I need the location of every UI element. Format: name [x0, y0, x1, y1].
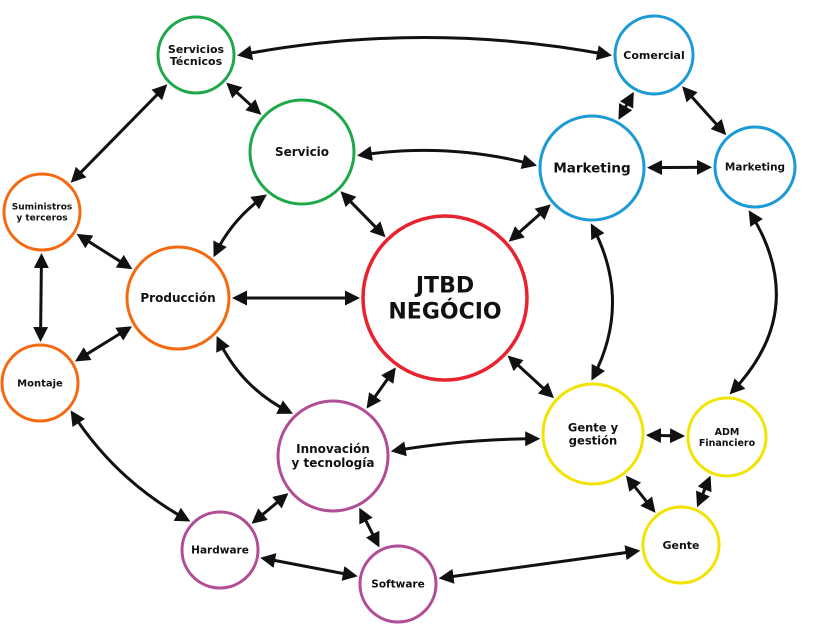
node-label: Gente y [568, 421, 619, 435]
node-circle [180, 510, 260, 590]
node-label: Servicios [168, 43, 225, 56]
node-circle [248, 98, 356, 206]
node-label: y tecnología [292, 456, 375, 470]
edge-innovacion-hardware [251, 493, 289, 524]
edge-innovacion-gente_gestion [390, 431, 541, 457]
node-circle [361, 214, 529, 382]
node-label: Marketing [725, 162, 785, 174]
node-label: ADM [715, 427, 740, 438]
node-circle [2, 172, 82, 252]
node-circle [713, 125, 797, 209]
node-hardware: Hardware [180, 510, 260, 590]
edge-center-marketing_main [508, 204, 551, 242]
edge-montaje-hardware [70, 410, 191, 522]
edge-gente-adm [696, 475, 712, 508]
edge-suministros-montaje [33, 252, 49, 343]
edges-layer [33, 36, 778, 584]
node-label: Marketing [553, 161, 630, 177]
node-label: NEGÓCIO [388, 299, 501, 325]
node-circle [358, 544, 438, 624]
node-circle [0, 343, 80, 423]
node-circle [276, 399, 390, 513]
edge-servicio-produccion [213, 194, 267, 258]
edge-produccion-innovacion [216, 335, 293, 414]
node-label: y terceros [16, 214, 67, 224]
edge-servicio-marketing_main [356, 146, 537, 169]
edge-center-innovacion [366, 367, 396, 409]
node-label: JTBD [414, 274, 474, 299]
edge-gente_gestion-adm [645, 428, 686, 444]
node-label: Servicio [275, 145, 329, 159]
edge-marketing_small-adm [729, 210, 778, 395]
edge-software-gente [438, 545, 641, 584]
edge-servicios_tecnicos-comercial [237, 36, 612, 61]
edge-hardware-software [260, 553, 358, 581]
node-label: Innovación [296, 442, 370, 456]
edge-innovacion-software [359, 507, 380, 548]
node-circle [125, 245, 231, 351]
node-comercial: Comercial [613, 14, 695, 96]
node-circle [156, 15, 236, 95]
node-circle [686, 396, 768, 478]
node-label: Hardware [191, 545, 249, 557]
edge-servicios_tecnicos-servicio [226, 82, 262, 115]
edge-center-servicio [340, 191, 386, 238]
edge-gente_gestion-gente [625, 475, 656, 513]
node-circle [641, 505, 721, 585]
edge-produccion-montaje [74, 326, 133, 362]
node-produccion: Producción [125, 245, 231, 351]
node-label: Montaje [17, 379, 63, 390]
edge-comercial-marketing_main [618, 91, 634, 120]
node-label: Suministros [12, 203, 72, 213]
node-software: Software [358, 544, 438, 624]
node-label: Financiero [699, 438, 756, 449]
edge-marketing_main-gente_gestion [590, 223, 614, 381]
node-circle [613, 14, 695, 96]
edge-servicios_tecnicos-suministros [70, 84, 168, 183]
node-label: Gente [662, 539, 699, 552]
edge-suministros-produccion [76, 233, 133, 270]
node-label: Comercial [623, 49, 684, 62]
edge-comercial-marketing_small [682, 86, 727, 136]
edge-center-gente_gestion [507, 355, 554, 399]
node-montaje: Montaje [0, 343, 80, 423]
node-label: Técnicos [170, 55, 223, 68]
node-label: Software [371, 579, 424, 591]
node-servicio: Servicio [248, 98, 356, 206]
node-gente: Gente [641, 505, 721, 585]
node-circle [538, 114, 646, 222]
node-label: Producción [140, 291, 215, 305]
node-marketing-main: Marketing [538, 114, 646, 222]
node-marketing-small: Marketing [713, 125, 797, 209]
node-label: gestión [569, 434, 617, 448]
node-circle [541, 382, 645, 486]
